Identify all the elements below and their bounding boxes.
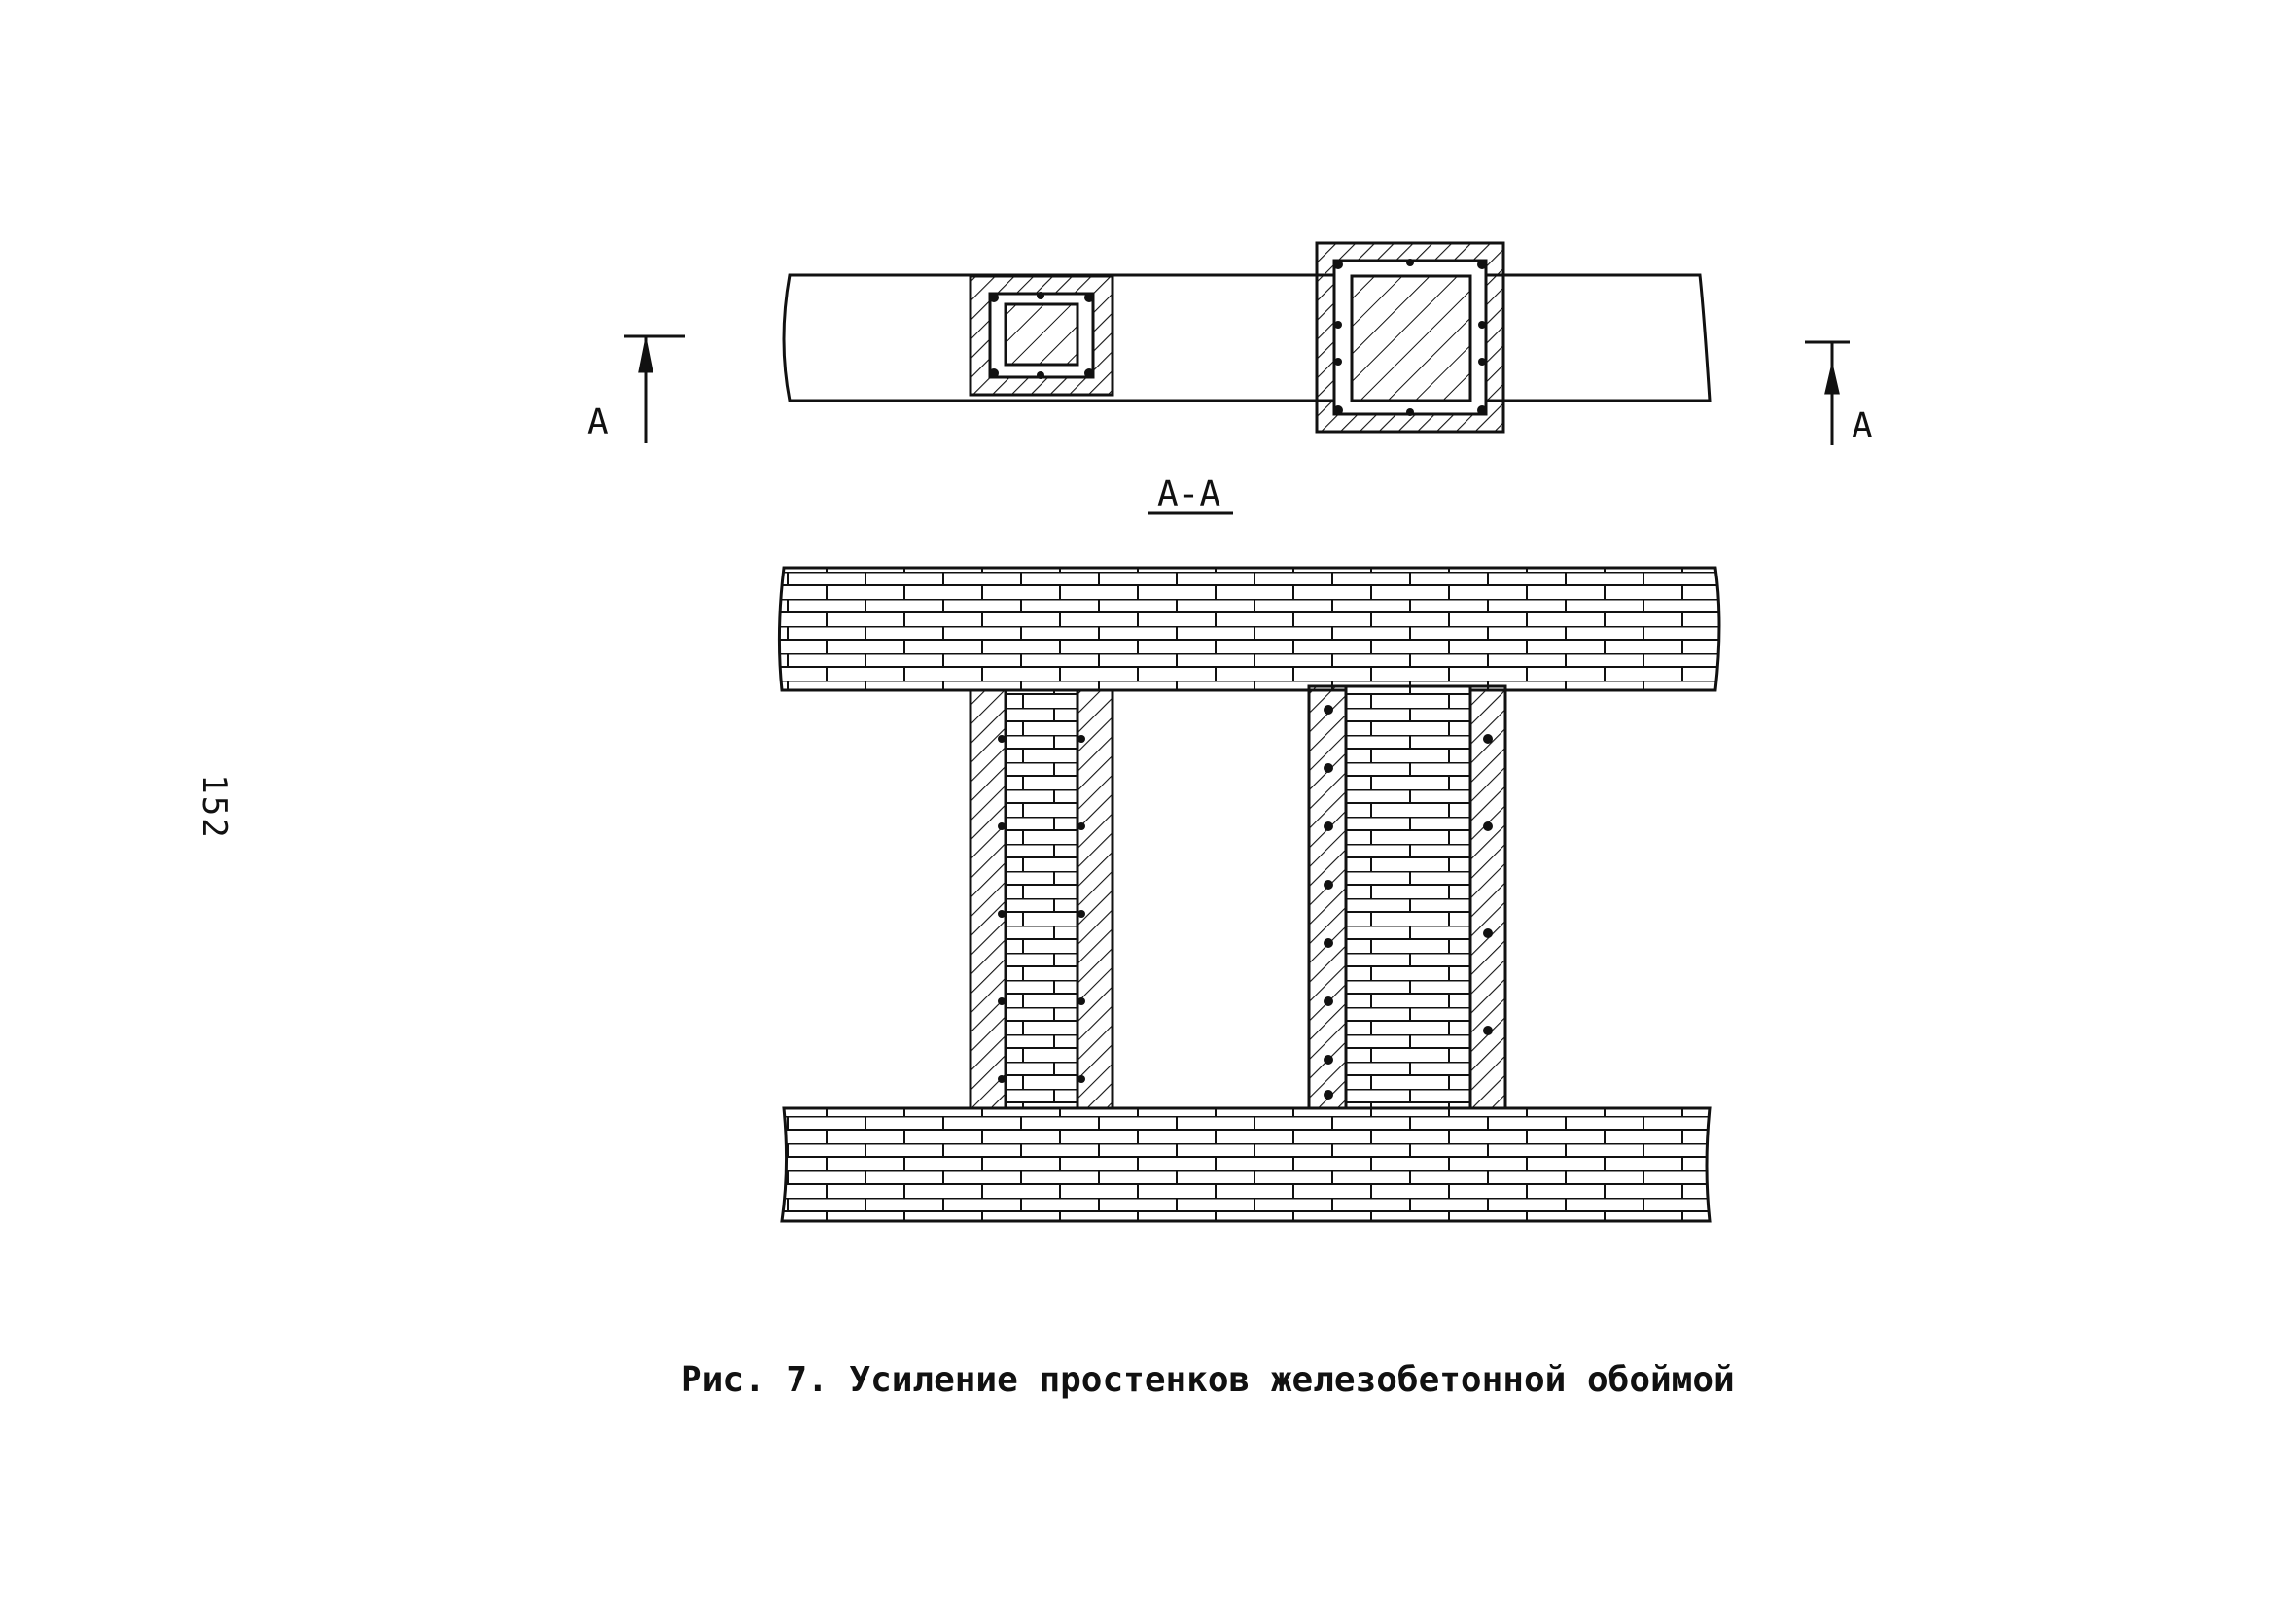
elevation-view: [777, 566, 1721, 1223]
right-pier-elevation: [1307, 684, 1507, 1110]
figure-caption: Рис. 7. Усиление простенков железобетонн…: [681, 1360, 1735, 1400]
section-label-left: А: [587, 402, 609, 442]
section-marker-left: [624, 334, 685, 443]
section-marker-right: [1805, 340, 1850, 445]
small-pier-plan: [969, 274, 1114, 397]
left-pier-elevation: [969, 688, 1114, 1110]
large-pier-plan: [1315, 241, 1505, 434]
upper-masonry: [777, 566, 1721, 692]
section-label-right: А: [1852, 406, 1873, 446]
plan-view: А А: [587, 241, 1873, 446]
lower-masonry: [780, 1106, 1712, 1223]
plan-wall: [782, 273, 1712, 402]
section-title: А-А: [1157, 474, 1220, 514]
